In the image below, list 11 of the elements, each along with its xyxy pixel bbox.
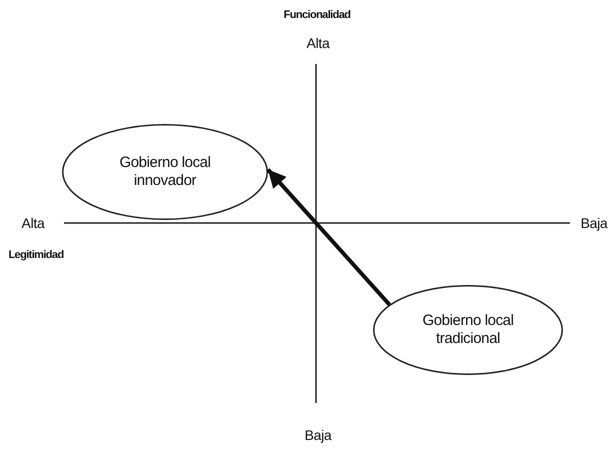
axis-title: Legitimidad <box>8 249 64 261</box>
ellipse-node <box>373 285 563 375</box>
axis-end-label: Baja <box>304 427 332 443</box>
axis-end-label: Alta <box>22 215 44 231</box>
axis-end-label: Baja <box>580 215 608 231</box>
arrow <box>266 168 391 306</box>
node-text: Gobierno local innovador <box>118 154 212 190</box>
ellipse-node <box>62 124 268 220</box>
axis-end-label: Alta <box>306 35 330 51</box>
axis-title: Funcionalidad <box>284 9 350 21</box>
node-text: Gobierno local tradicional <box>421 312 515 348</box>
